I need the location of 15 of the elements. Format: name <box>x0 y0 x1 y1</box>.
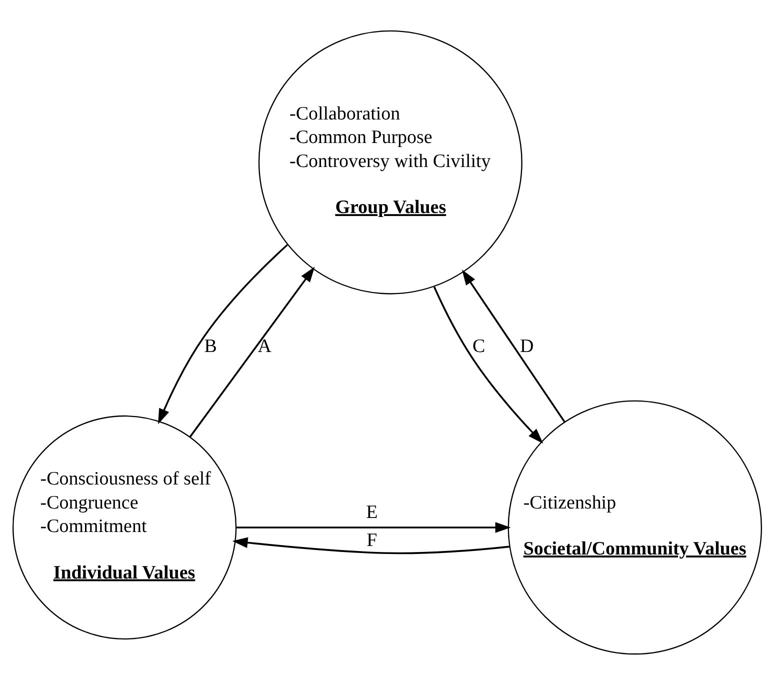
node-circle: -Citizenship Societal/Community Values <box>508 400 762 655</box>
arrow <box>236 522 511 533</box>
edge-label: D <box>520 336 534 357</box>
arrow <box>433 286 544 444</box>
edge-label: C <box>472 336 486 357</box>
node-circle: -Collaboration -Common Purpose -Controversy with Civility Group Values <box>258 30 522 294</box>
arrow <box>462 270 566 422</box>
edge-label: E <box>366 502 378 523</box>
arrow <box>158 244 288 424</box>
node-circle: -Consciousness of self -Congruence -Commitment Individual Values <box>12 415 237 640</box>
edge-label: F <box>366 530 378 552</box>
arrow <box>189 266 315 438</box>
edge-label: B <box>204 336 217 357</box>
edge-label: A <box>258 336 272 357</box>
arrow <box>232 537 510 554</box>
